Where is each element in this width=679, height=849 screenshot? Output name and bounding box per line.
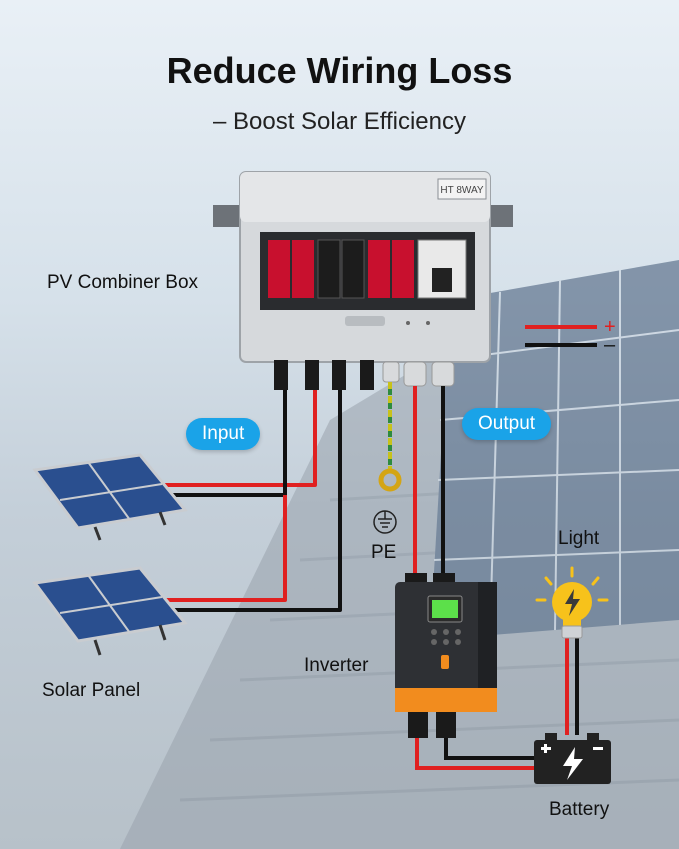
inverter-lcd-screen [432,600,458,618]
breaker-switch [432,268,452,292]
light-wires [565,638,579,735]
battery-icon [534,733,611,784]
page-subtitle: – Boost Solar Efficiency [212,108,467,135]
cable-gland [431,361,455,387]
pv-combiner-box [213,171,513,363]
fuse-holder [292,240,314,298]
fuse-holder [268,240,290,298]
combiner-box-label: PV Combiner Box [47,272,199,293]
light-bulb-icon [535,566,609,639]
battery-wires [415,738,548,770]
cable-gland [382,361,400,383]
mc4-connector [332,360,346,390]
inverter-accent-band [395,688,497,712]
inverter-logo-icon [441,655,449,669]
output-badge: Output [462,408,552,440]
input-badge: Input [186,418,261,450]
solar-panel-1 [32,453,188,541]
box-brand-plate [437,178,487,200]
battery-negative-wire [444,738,548,760]
legend-negative-label: – [604,334,616,356]
surge-protector [368,240,390,298]
mc4-connector [360,360,374,390]
panel1-positive-wire [150,390,317,487]
cable-gland [403,361,427,387]
pe-ground [373,382,402,534]
page-title: Reduce Wiring Loss [166,50,513,91]
pe-label: PE [371,542,397,563]
panel2-negative-wire [150,390,342,612]
inverter-body [395,582,497,712]
box-lid [240,172,490,222]
fuse-holder [341,239,365,299]
box-latch [345,316,385,326]
battery-positive-wire [415,738,548,770]
input-wires [150,390,342,612]
inverter-output-connector [408,712,428,738]
lightning-glyph [565,589,580,616]
polarity-legend: + – [525,316,616,356]
solar-panel-2 [32,566,188,656]
solar-panel-label: Solar Panel [42,680,141,701]
fuse-holder [317,239,341,299]
box-connectors [274,360,455,390]
ring-terminal [378,468,402,492]
inverter-label: Inverter [304,655,369,676]
inverter-output-connector [436,712,456,738]
surge-protector [392,240,414,298]
inverter-unit [395,573,497,738]
mc4-connector [305,360,319,390]
box-brand-text: HT 8WAY [440,185,483,196]
mc4-connector [274,360,288,390]
legend-positive-label: + [604,316,616,338]
light-label: Light [558,528,600,549]
panel2-positive-wire [150,495,287,602]
battery-label: Battery [549,799,610,820]
output-wires [413,386,445,575]
